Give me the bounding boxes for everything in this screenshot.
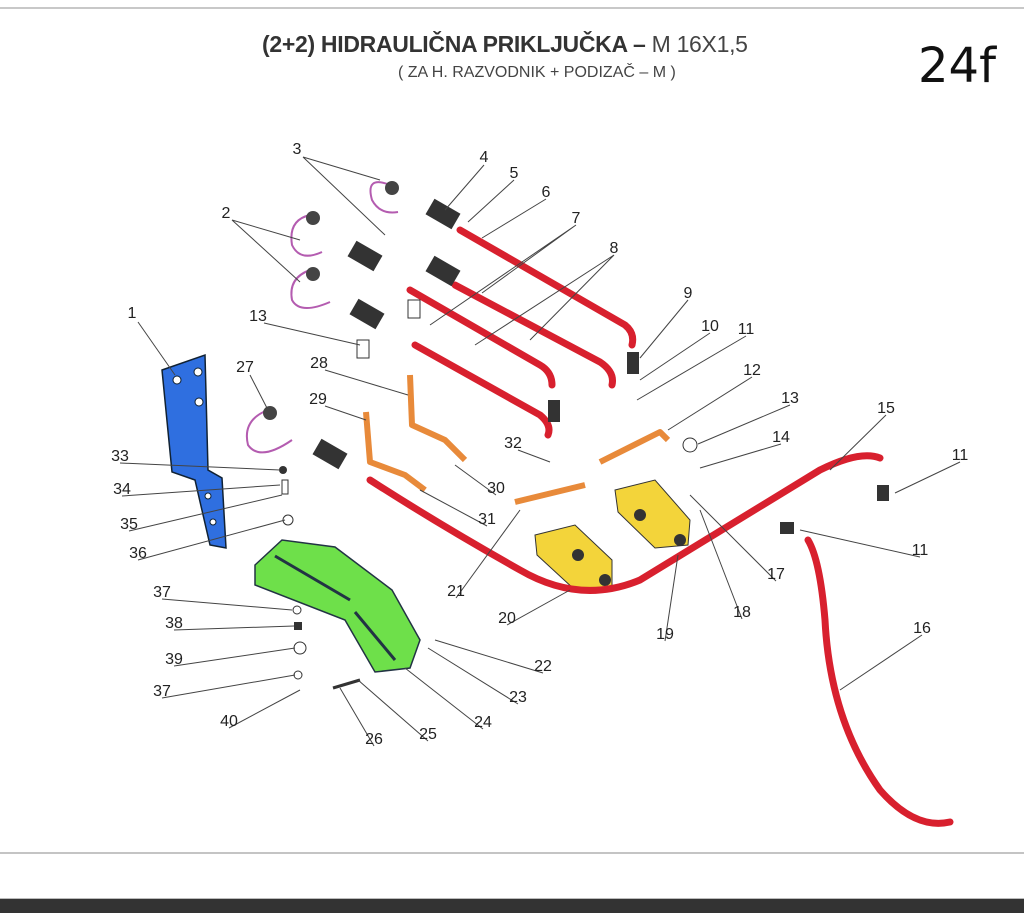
callout-23: 23: [509, 689, 527, 706]
callout-28: 28: [310, 355, 328, 372]
small-fittings: [279, 299, 698, 690]
callout-11b: 11: [952, 447, 969, 464]
callout-16: 16: [913, 620, 931, 637]
callout-1: 1: [128, 305, 137, 322]
top-border: [0, 7, 1024, 9]
callout-14: 14: [772, 429, 790, 446]
callout-13a: 13: [781, 390, 799, 407]
callout-34: 34: [113, 481, 131, 498]
callout-36: 36: [129, 545, 147, 562]
callout-12: 12: [743, 362, 761, 379]
callout-25: 25: [419, 726, 437, 743]
callout-18: 18: [733, 604, 751, 621]
callout-20: 20: [498, 610, 516, 627]
callout-24: 24: [474, 714, 492, 731]
callout-2: 2: [222, 205, 231, 222]
callout-32: 32: [504, 435, 522, 452]
dust-caps: [246, 181, 399, 454]
diagram-subtitle: ( ZA H. RAZVODNIK + PODIZAČ – M ): [398, 64, 676, 81]
callout-31: 31: [478, 511, 496, 528]
callout-13b: 13: [249, 308, 267, 325]
callout-29: 29: [309, 391, 327, 408]
callout-7: 7: [572, 210, 581, 227]
callout-5: 5: [510, 165, 519, 182]
callout-9: 9: [684, 285, 693, 302]
callout-10: 10: [701, 318, 719, 335]
callout-40: 40: [220, 713, 238, 730]
bottom-border: [0, 852, 1024, 854]
couplers: [312, 198, 889, 534]
callout-37b: 37: [153, 683, 171, 700]
callout-35: 35: [120, 516, 138, 533]
page-code: 24f: [918, 38, 996, 94]
title-main: (2+2) HIDRAULIČNA PRIKLJUČKA –: [262, 31, 646, 57]
callout-38: 38: [165, 615, 183, 632]
callout-3: 3: [293, 141, 302, 158]
callout-39: 39: [165, 651, 183, 668]
callout-37a: 37: [153, 584, 171, 601]
callout-6: 6: [542, 184, 551, 201]
callout-19: 19: [656, 626, 674, 643]
callout-30: 30: [487, 480, 505, 497]
leader-lines: [119, 156, 961, 747]
callout-33: 33: [111, 448, 129, 465]
callout-11c: 11: [912, 542, 929, 559]
callout-27: 27: [236, 359, 254, 376]
diagram-title: (2+2) HIDRAULIČNA PRIKLJUČKA – M 16X1,5: [262, 31, 748, 58]
valve-block-19: [614, 479, 691, 549]
hoses: [366, 226, 954, 827]
callout-17: 17: [767, 566, 785, 583]
pipes: [363, 374, 671, 505]
bottom-bar: [0, 898, 1024, 913]
callout-11a: 11: [738, 321, 755, 338]
callout-21: 21: [447, 583, 465, 600]
title-spec: M 16X1,5: [645, 31, 748, 57]
callout-4: 4: [480, 149, 489, 166]
bracket-part: [161, 353, 227, 549]
callouts: 1 2 3 4 5 6 7 8 9 10 11 12 13 13 14 15 1…: [111, 141, 968, 748]
callout-22: 22: [534, 658, 552, 675]
callout-15: 15: [877, 400, 895, 417]
callout-8: 8: [610, 240, 619, 257]
callout-26: 26: [365, 731, 383, 748]
